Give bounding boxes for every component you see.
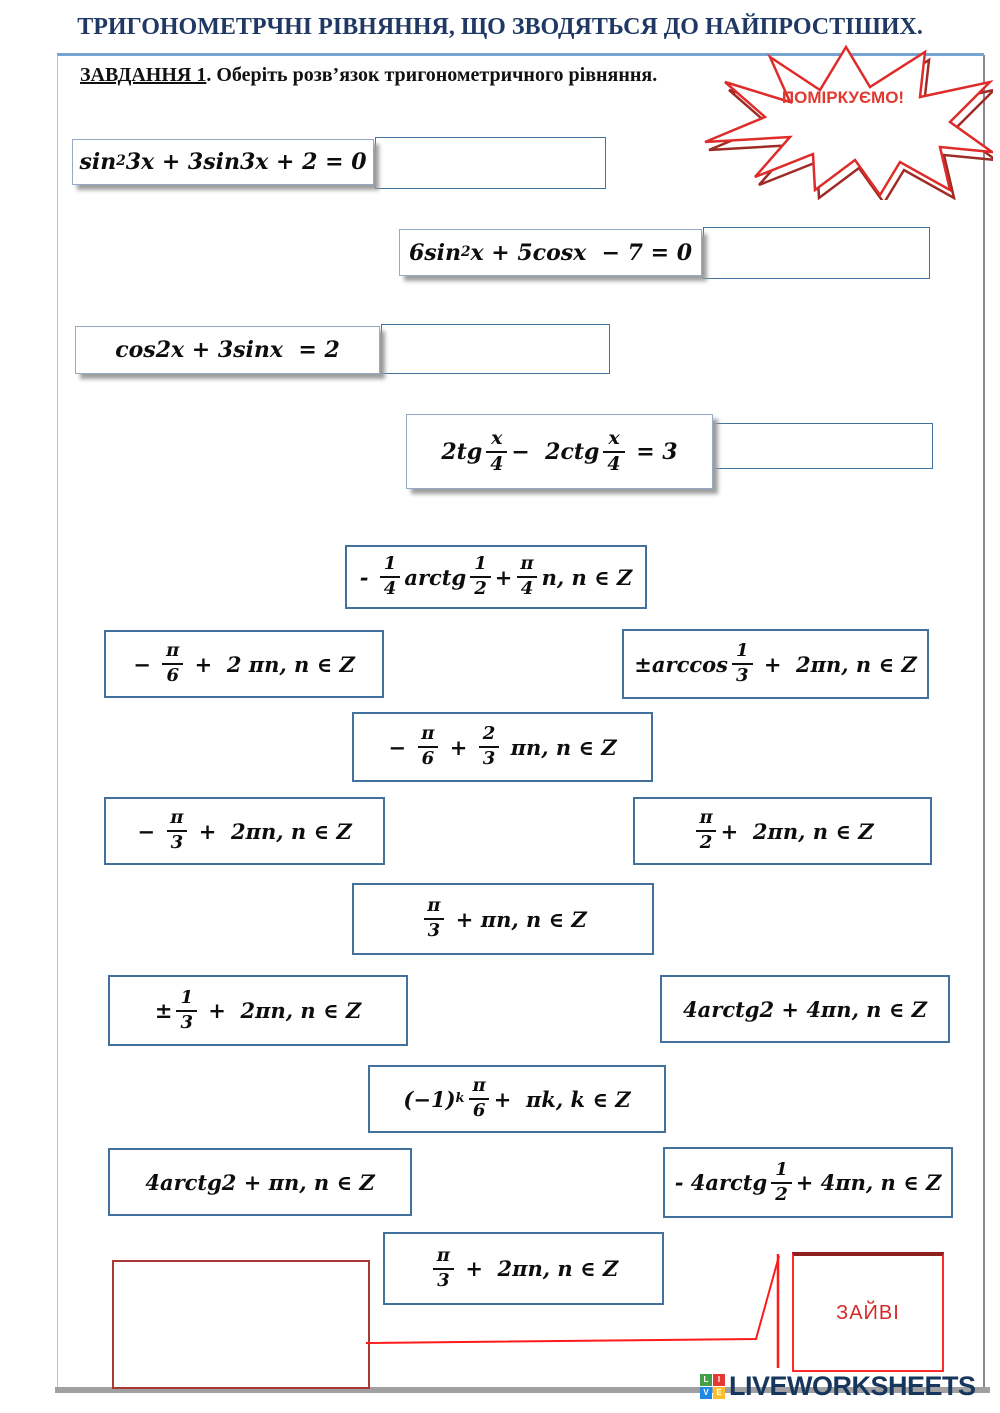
page-title: ТРИГОНОМЕТРЧНІ РІВНЯННЯ, ЩО ЗВОДЯТЬСЯ ДО… [77, 14, 923, 40]
starburst-icon [704, 44, 993, 200]
extra-label-box: ЗАЙВІ [792, 1252, 944, 1372]
option-11-math: 4arctg2 + πn, n ∈ Z [145, 1169, 375, 1195]
task-text: . Оберіть розв’язок тригонометричного рі… [206, 64, 658, 86]
liveworksheets-logo: L I V E LIVEWORKSHEETS [700, 1370, 976, 1402]
option-box-9[interactable]: 4arctg2 + 4πn, n ∈ Z [660, 975, 950, 1043]
liveworksheets-logo-text: LIVEWORKSHEETS [729, 1370, 976, 1401]
liveworksheets-logo-icon: L I V E [700, 1373, 725, 1399]
header-divider [57, 53, 984, 56]
extra-drop-box[interactable] [112, 1260, 370, 1389]
starburst-label: ПОМІРКУЄМО! [781, 88, 905, 107]
page-border-left [57, 55, 58, 1390]
option-9-math: 4arctg2 + 4πn, n ∈ Z [683, 996, 927, 1022]
equation-box-3: cos2x + 3sinx = 2 [75, 326, 380, 374]
page-border-bottom [55, 1387, 990, 1393]
page-border-right [983, 55, 985, 1390]
connector-line [365, 1254, 780, 1368]
equation-3-math: cos2x + 3sinx = 2 [115, 337, 340, 363]
option-box-11[interactable]: 4arctg2 + πn, n ∈ Z [108, 1148, 412, 1216]
task-number: ЗАВДАННЯ 1 [80, 64, 207, 86]
answer-slot-1[interactable] [375, 137, 606, 189]
task-instruction: ЗАВДАННЯ 1. Оберіть розв’язок тригономет… [80, 64, 657, 87]
extra-label: ЗАЙВІ [836, 1301, 900, 1324]
answer-slot-2[interactable] [703, 227, 930, 279]
answer-slot-4[interactable] [714, 423, 933, 469]
answer-slot-3[interactable] [381, 324, 610, 374]
